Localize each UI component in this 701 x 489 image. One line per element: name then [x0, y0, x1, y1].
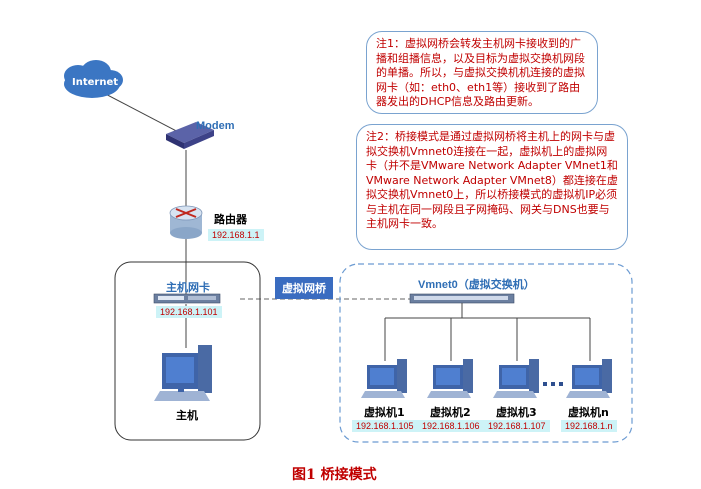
- vm1-computer-icon: [361, 359, 407, 398]
- host-label: 主机: [176, 409, 198, 422]
- vm3-computer-icon: [493, 359, 539, 398]
- ellipsis-dots-icon: [543, 382, 563, 386]
- vswitch-tree-links: [384, 303, 591, 361]
- vm1-label: 虚拟机1: [364, 406, 405, 419]
- virtual-network-box: [339, 263, 633, 443]
- note-2: 注2：桥接模式是通过虚拟网桥将主机上的网卡与虚拟交换机Vmnet0连接在一起，虚…: [356, 124, 628, 250]
- internet-label: Internet: [72, 77, 119, 88]
- vm3-label: 虚拟机3: [496, 406, 537, 419]
- host-machine-box: [114, 261, 261, 441]
- host-nic-label: 主机网卡: [166, 282, 210, 294]
- router-ip: 192.168.1.1: [208, 229, 264, 241]
- vm1-ip: 192.168.1.105: [352, 420, 418, 432]
- vm2-label: 虚拟机2: [430, 406, 471, 419]
- modem-icon: [166, 122, 214, 149]
- figure-caption: 图1 桥接模式: [292, 467, 377, 483]
- vm2-computer-icon: [427, 359, 473, 398]
- router-icon: [169, 205, 203, 239]
- virtual-bridge-label: 虚拟网桥: [275, 277, 333, 299]
- host-nic-icon: [153, 293, 221, 304]
- vmn-label: 虚拟机n: [568, 406, 609, 419]
- vmn-ip: 192.168.1.n: [561, 420, 617, 432]
- host-nic-ip: 192.168.1.101: [156, 306, 222, 318]
- host-computer-icon: [154, 345, 212, 401]
- internet-cloud-icon: [64, 60, 123, 98]
- internet-modem-link: [93, 87, 187, 137]
- vswitch-label: Vmnet0（虚拟交换机）: [418, 279, 535, 291]
- modem-label: Modem: [196, 120, 235, 132]
- router-label: 路由器: [214, 213, 247, 226]
- vm2-ip: 192.168.1.106: [418, 420, 484, 432]
- vm3-ip: 192.168.1.107: [484, 420, 550, 432]
- vswitch-icon: [409, 293, 515, 304]
- note-1: 注1：虚拟网桥会转发主机网卡接收到的广播和组播信息，以及目标为虚拟交换机网段的单…: [366, 31, 598, 114]
- vmn-computer-icon: [566, 359, 612, 398]
